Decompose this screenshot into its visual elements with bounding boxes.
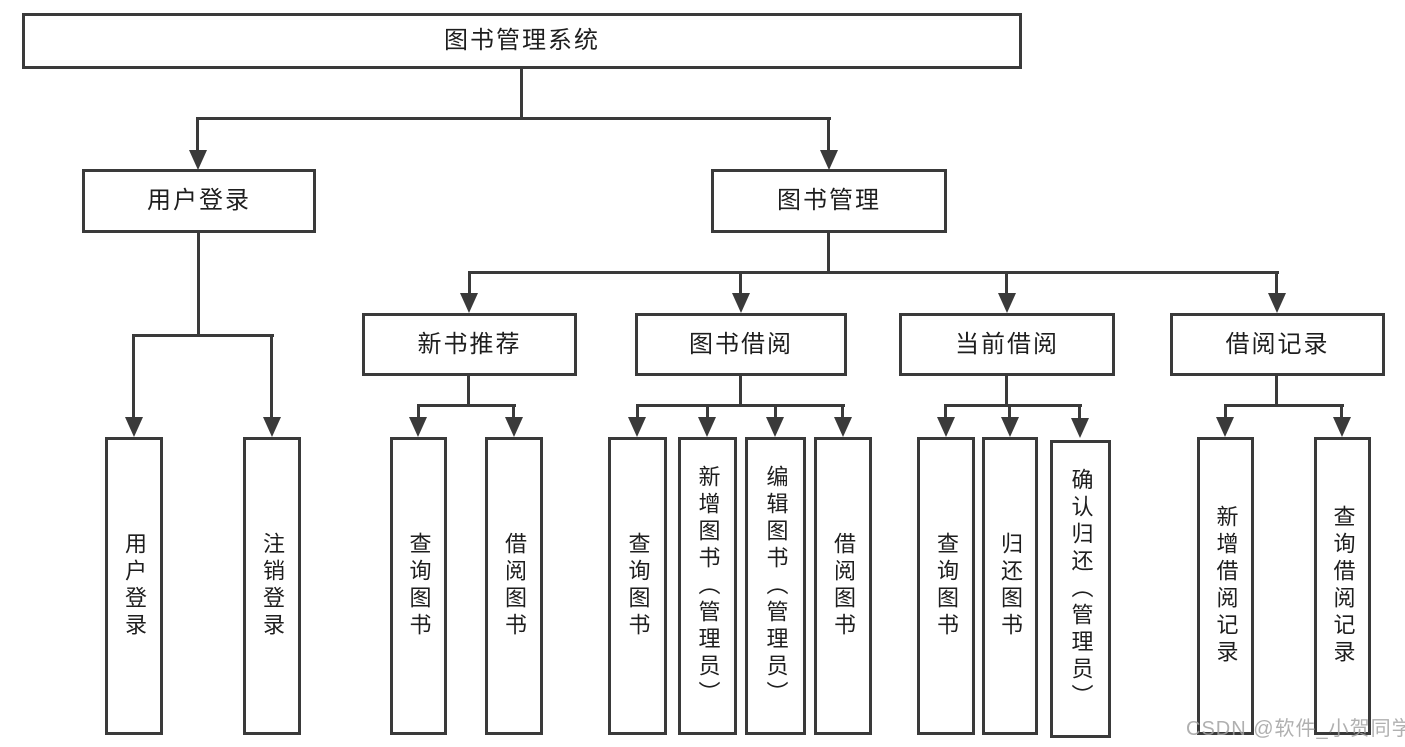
connector-line: [827, 233, 830, 274]
arrowhead-down-icon: [1001, 417, 1019, 437]
node-borrowing-records-label: 借阅记录: [1225, 330, 1330, 358]
node-new-book-recommendation-label: 新书推荐: [417, 330, 522, 358]
connector-line: [827, 117, 830, 152]
leaf-return-books-label: 归还图书: [998, 532, 1023, 640]
connector-line: [417, 404, 516, 407]
arrowhead-down-icon: [628, 417, 646, 437]
leaf-confirm-return-admin: 确认归还（管理员）: [1050, 440, 1111, 738]
leaf-add-borrow-record-label: 新增借阅记录: [1213, 505, 1239, 667]
leaf-user-login: 用户登录: [105, 437, 163, 735]
node-library-management-system-label: 图书管理系统: [444, 27, 600, 54]
arrowhead-down-icon: [732, 293, 750, 313]
leaf-add-borrow-record: 新增借阅记录: [1197, 437, 1254, 735]
leaf-edit-books-admin-label: 编辑图书（管理员）: [763, 464, 789, 708]
leaf-logout: 注销登录: [243, 437, 301, 735]
leaf-query-books-current-label: 查询图书: [934, 532, 959, 640]
connector-line: [197, 233, 200, 337]
connector-line: [468, 271, 471, 295]
leaf-add-books-admin-label: 新增图书（管理员）: [695, 464, 721, 708]
connector-line: [417, 404, 420, 419]
connector-line: [706, 404, 709, 419]
csdn-watermark: CSDN @软件_小贺同学: [1186, 718, 1405, 740]
node-current-borrowing-label: 当前借阅: [955, 330, 1059, 358]
leaf-borrow-books-recommend: 借阅图书: [485, 437, 543, 735]
arrowhead-down-icon: [766, 417, 784, 437]
leaf-user-login-label: 用户登录: [122, 532, 147, 640]
leaf-query-books-borrow-label: 查询图书: [625, 532, 651, 640]
arrowhead-down-icon: [505, 417, 523, 437]
connector-line: [196, 117, 199, 152]
node-borrowing-records: 借阅记录: [1170, 313, 1385, 376]
arrowhead-down-icon: [1071, 418, 1089, 438]
arrowhead-down-icon: [409, 417, 427, 437]
arrowhead-down-icon: [1216, 417, 1234, 437]
arrowhead-down-icon: [263, 417, 281, 437]
leaf-query-books-recommend: 查询图书: [390, 437, 447, 735]
connector-line: [841, 404, 844, 419]
connector-line: [1340, 404, 1343, 419]
leaf-logout-label: 注销登录: [260, 532, 285, 640]
connector-line: [739, 376, 742, 407]
arrowhead-down-icon: [1268, 293, 1286, 313]
leaf-borrow-books-label: 借阅图书: [831, 532, 856, 640]
leaf-add-books-admin: 新增图书（管理员）: [678, 437, 737, 735]
connector-line: [944, 404, 947, 419]
node-new-book-recommendation: 新书推荐: [362, 313, 577, 376]
connector-line: [1005, 271, 1008, 295]
connector-line: [132, 334, 135, 418]
connector-line: [944, 404, 1082, 407]
arrowhead-down-icon: [998, 293, 1016, 313]
node-book-borrowing: 图书借阅: [635, 313, 847, 376]
connector-line: [1078, 404, 1081, 419]
arrowhead-down-icon: [698, 417, 716, 437]
leaf-edit-books-admin: 编辑图书（管理员）: [745, 437, 806, 735]
connector-line: [1275, 376, 1278, 407]
connector-line: [520, 69, 523, 120]
leaf-query-borrow-record-label: 查询借阅记录: [1330, 505, 1356, 667]
connector-line: [1005, 376, 1008, 407]
node-user-login: 用户登录: [82, 169, 316, 233]
leaf-query-books-recommend-label: 查询图书: [406, 532, 432, 640]
connector-line: [1008, 404, 1011, 419]
connector-line: [1275, 271, 1278, 295]
leaf-confirm-return-admin-label: 确认归还（管理员）: [1068, 467, 1094, 711]
node-library-management-system: 图书管理系统: [22, 13, 1022, 69]
arrowhead-down-icon: [189, 150, 207, 170]
connector-line: [1224, 404, 1227, 419]
connector-line: [636, 404, 845, 407]
connector-line: [468, 271, 1279, 274]
arrowhead-down-icon: [820, 150, 838, 170]
connector-line: [636, 404, 639, 419]
connector-line: [1224, 404, 1344, 407]
arrowhead-down-icon: [125, 417, 143, 437]
node-user-login-label: 用户登录: [147, 187, 251, 214]
connector-line: [132, 334, 274, 337]
arrowhead-down-icon: [937, 417, 955, 437]
leaf-borrow-books-recommend-label: 借阅图书: [502, 532, 527, 640]
leaf-query-borrow-record: 查询借阅记录: [1314, 437, 1371, 735]
node-book-management-label: 图书管理: [777, 187, 881, 214]
node-book-borrowing-label: 图书借阅: [689, 330, 793, 358]
arrowhead-down-icon: [460, 293, 478, 313]
leaf-query-books-current: 查询图书: [917, 437, 975, 735]
connector-line: [196, 117, 831, 120]
connector-line: [467, 376, 470, 407]
connector-line: [774, 404, 777, 419]
leaf-borrow-books: 借阅图书: [814, 437, 872, 735]
connector-line: [512, 404, 515, 419]
arrowhead-down-icon: [834, 417, 852, 437]
node-current-borrowing: 当前借阅: [899, 313, 1115, 376]
node-book-management: 图书管理: [711, 169, 947, 233]
connector-line: [270, 334, 273, 418]
leaf-query-books-borrow: 查询图书: [608, 437, 667, 735]
arrowhead-down-icon: [1333, 417, 1351, 437]
connector-line: [739, 271, 742, 295]
leaf-return-books: 归还图书: [982, 437, 1038, 735]
